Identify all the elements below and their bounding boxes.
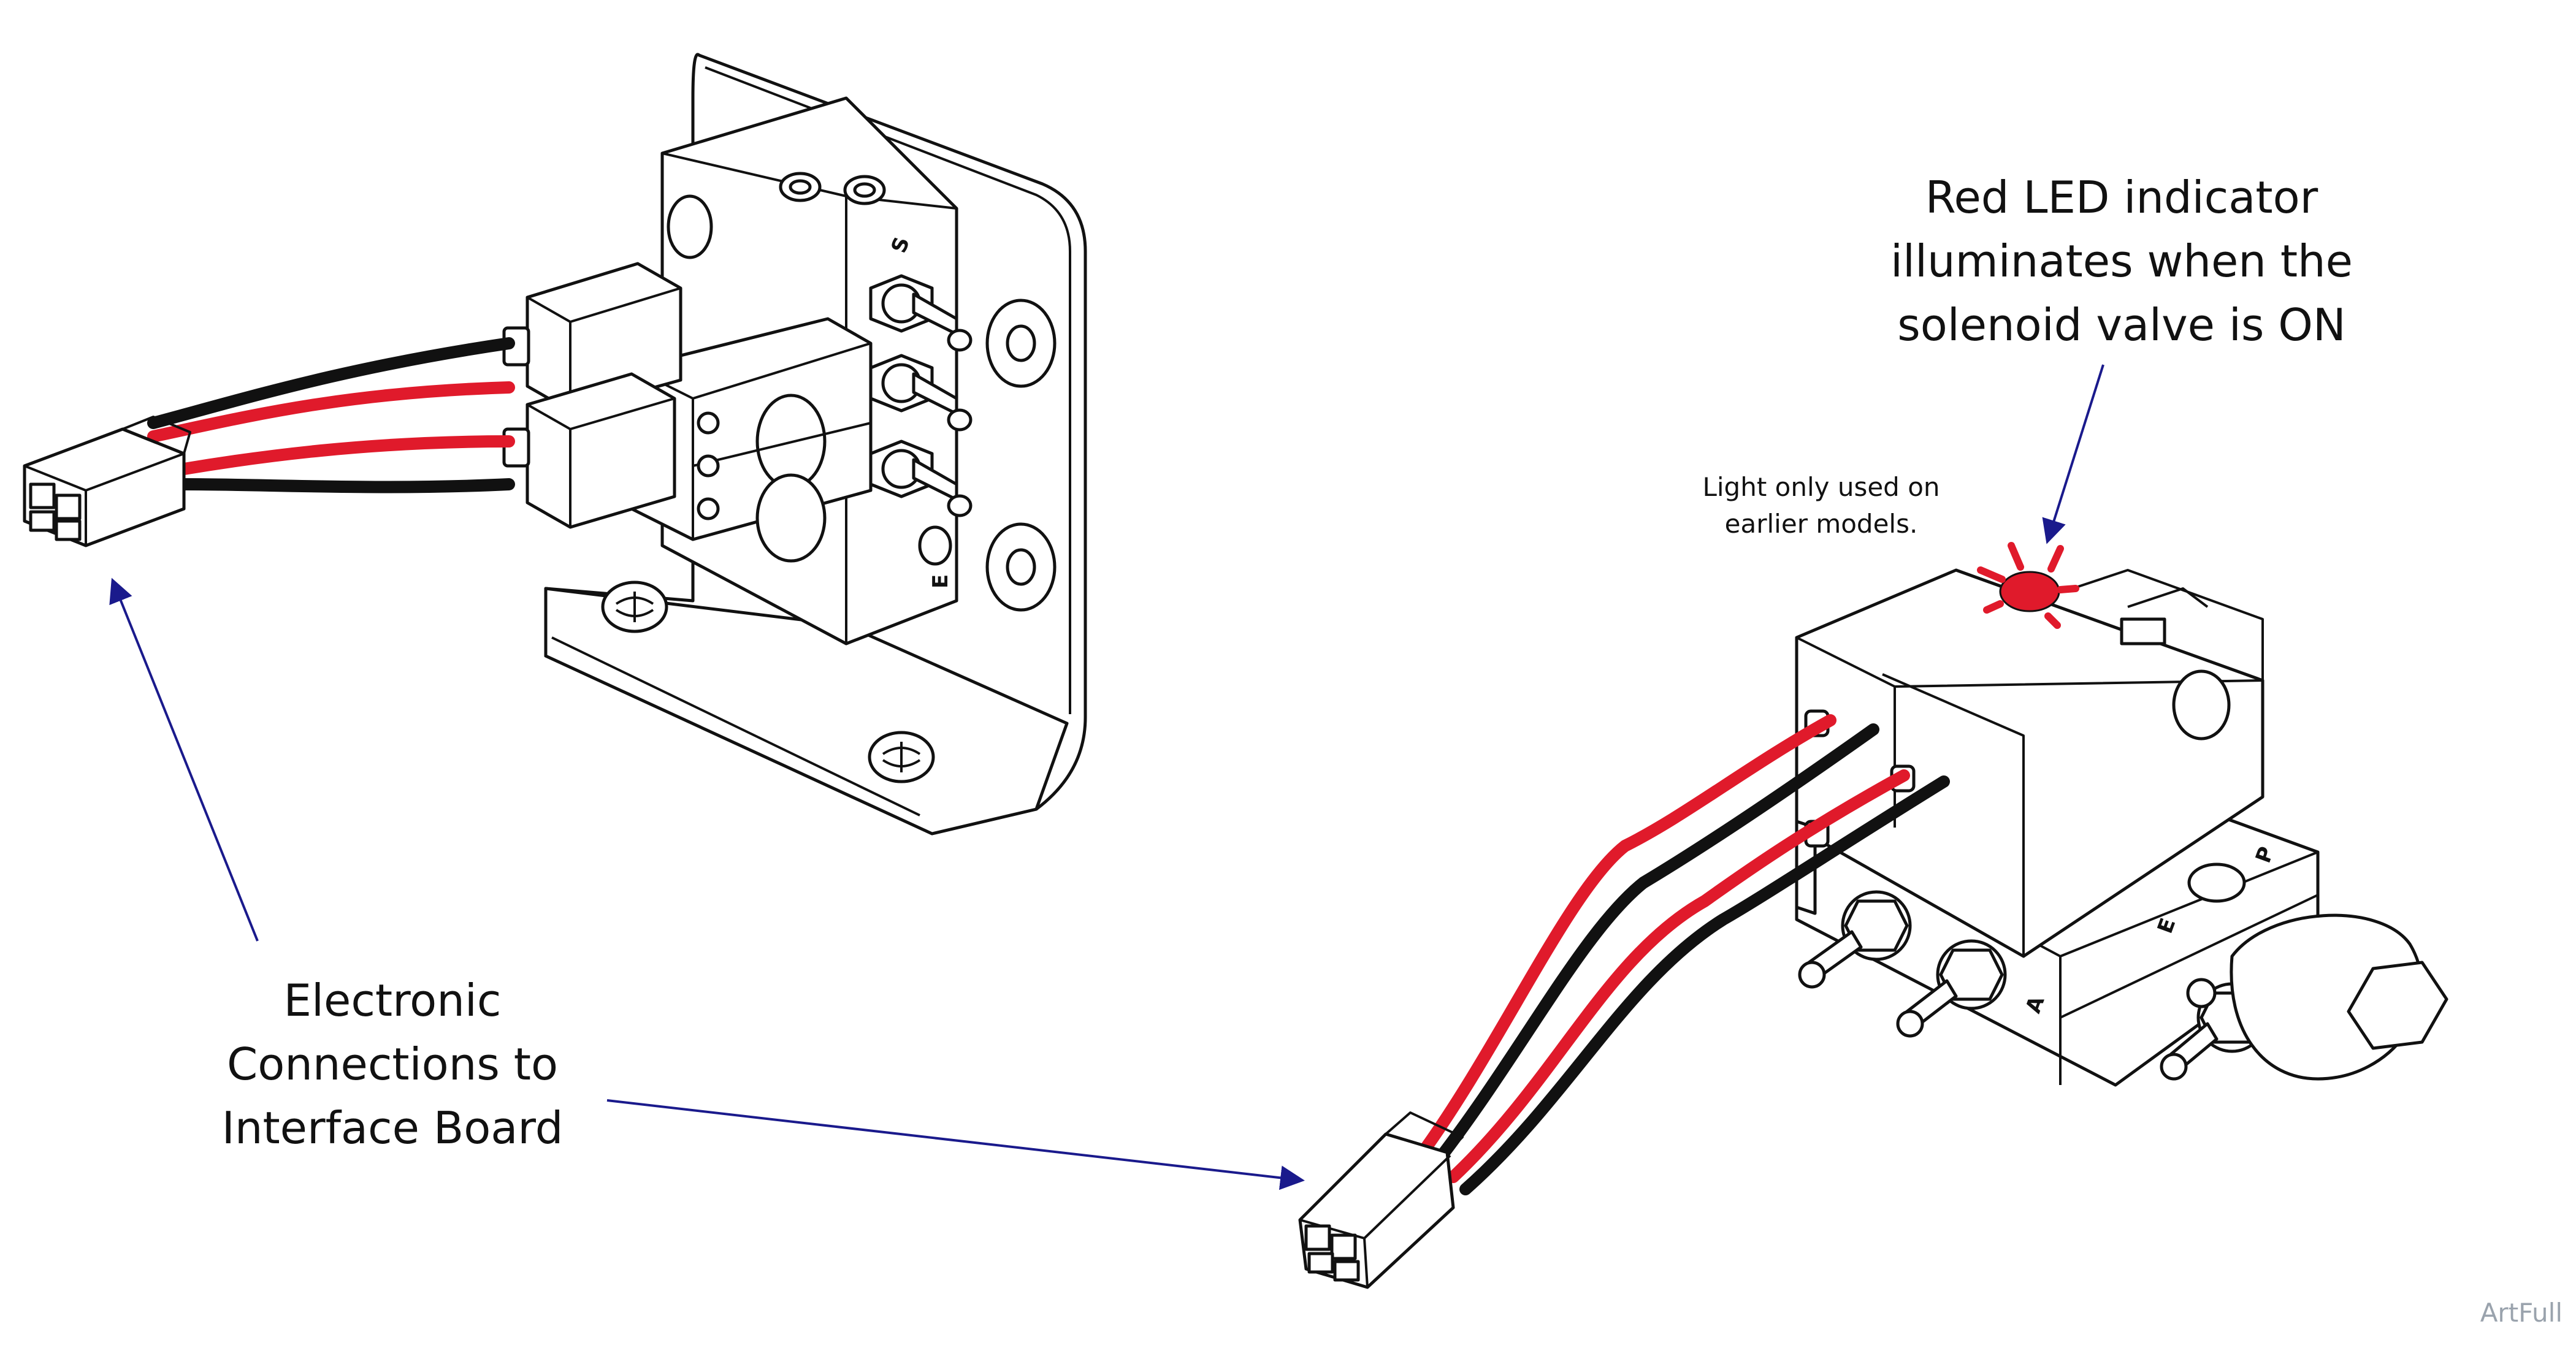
connections-callout: Electronic Connections to Interface Boar…	[141, 969, 644, 1160]
light-note-line: earlier models.	[1724, 509, 1918, 539]
arrow-to-led	[2042, 364, 2104, 544]
connections-callout-line: Electronic	[283, 975, 502, 1026]
led-callout-line: Red LED indicator	[1925, 172, 2318, 223]
hose-fitting	[1896, 939, 2007, 1038]
led-callout-line: illuminates when the	[1890, 235, 2353, 287]
coil-connector	[526, 372, 676, 529]
right-wire-harness	[1416, 714, 1950, 1195]
hose-fitting	[869, 274, 973, 352]
screw-icon	[868, 731, 935, 783]
connections-callout-line: Interface Board	[221, 1102, 564, 1154]
left-wire-harness	[147, 337, 515, 493]
arrow-to-left-connector	[109, 577, 259, 942]
right-valve-assembly	[1795, 568, 2448, 1087]
arrow-to-right-connector	[606, 1099, 1305, 1190]
led-callout: Red LED indicator illuminates when the s…	[1827, 166, 2416, 357]
callout-arrows	[109, 364, 2104, 1190]
left-valve-assembly	[502, 53, 1087, 836]
artfull-watermark: ArtFull	[2480, 1298, 2563, 1328]
hose-fitting	[869, 440, 973, 517]
hose-fitting	[1798, 890, 1912, 989]
port-label-e: E	[928, 574, 953, 588]
standoff	[985, 299, 1057, 388]
light-note: Light only used on earlier models.	[1656, 469, 1987, 543]
connections-callout-line: Connections to	[226, 1038, 559, 1090]
light-note-line: Light only used on	[1702, 472, 1940, 502]
hose-fitting	[869, 354, 973, 432]
screw-icon	[601, 581, 668, 633]
standoff	[985, 522, 1057, 612]
hex-fitting	[2230, 913, 2448, 1081]
led-callout-line: solenoid valve is ON	[1897, 299, 2346, 351]
red-led-indicator	[1977, 542, 2079, 629]
left-plug-connector	[23, 416, 191, 547]
right-plug-connector	[1298, 1111, 1464, 1289]
